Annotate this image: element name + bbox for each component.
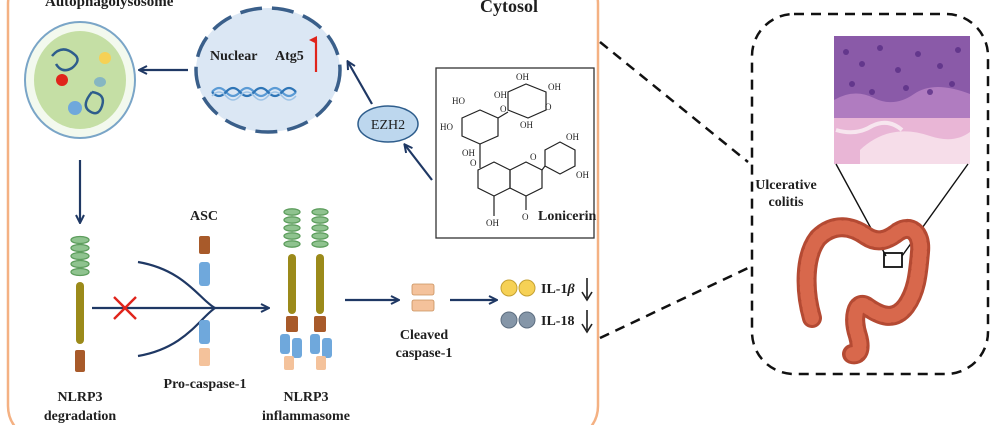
autophagolysosome-label: Autophagolysosome [45, 0, 174, 10]
ezh2-node [357, 105, 419, 143]
svg-text:OH: OH [520, 120, 533, 130]
arrow-lonicerin-to-ezh2 [405, 145, 433, 181]
il1-label: IL-1β [541, 282, 575, 297]
svg-text:HO: HO [452, 96, 465, 106]
nlrp3-inflammasome [280, 208, 332, 370]
nucleus [194, 6, 342, 134]
svg-text:OH: OH [486, 218, 499, 228]
svg-text:OH: OH [548, 82, 561, 92]
cytosol-label: Cytosol [480, 0, 538, 16]
pro-caspase-label: Pro-caspase-1 [164, 377, 247, 392]
dashed-connector-lower [599, 266, 749, 340]
svg-text:OH: OH [494, 90, 507, 100]
cleaved-label-1: Cleaved [400, 328, 448, 343]
ulcerative-label-1: Ulcerative [755, 178, 816, 193]
cleaved-caspase-bottom [411, 299, 435, 312]
cargo-blue-dot [68, 101, 82, 115]
svg-text:OH: OH [462, 148, 475, 158]
nlrp3-degradation-label-1: NLRP3 [57, 390, 102, 405]
assembly-arrow [92, 260, 268, 358]
svg-text:OH: OH [566, 132, 579, 142]
autophagolysosome [24, 21, 136, 139]
colon-zoom-box [883, 252, 903, 268]
svg-text:O: O [530, 152, 537, 162]
asc-label: ASC [190, 209, 218, 224]
il1-dot-2 [518, 279, 536, 297]
svg-text:OH: OH [516, 72, 529, 82]
svg-text:O: O [470, 158, 477, 168]
il18-dot-1 [500, 311, 518, 329]
cargo-yellow-dot [99, 52, 111, 64]
nlrp3-inflammasome-label-2: inflammasome [262, 409, 350, 424]
histology-image [834, 36, 970, 164]
lonicerin-label: Lonicerin [538, 209, 597, 224]
ulcerative-label-2: colitis [769, 195, 805, 210]
ezh2-label: EZH2 [371, 118, 405, 133]
svg-text:O: O [500, 104, 507, 114]
svg-text:OH: OH [576, 170, 589, 180]
svg-text:O: O [545, 102, 552, 112]
il18-label: IL-18 [541, 314, 574, 329]
lonicerin-structure: OH OH OH OH O O HO HO OH O OH OH O OH O [435, 67, 595, 239]
atg5-label: Atg5 [275, 49, 304, 64]
cleaved-label-2: caspase-1 [396, 346, 453, 361]
nuclear-label: Nuclear [210, 49, 257, 64]
colon-illustration [796, 217, 931, 365]
nlrp3-degradation-label-2: degradation [44, 409, 117, 424]
arrow-ezh2-to-nucleus [348, 62, 373, 105]
cleaved-caspase-top [411, 283, 435, 296]
inhibition-cross [113, 296, 137, 320]
colitis-panel [750, 12, 990, 376]
svg-text:O: O [522, 212, 529, 222]
asc-top [199, 236, 210, 254]
procaspase-bottom [199, 348, 210, 366]
procaspase-top [199, 320, 210, 344]
asc-bottom [199, 262, 210, 286]
nlrp3-degraded-protein [70, 235, 90, 372]
nlrp3-inflammasome-label-1: NLRP3 [283, 390, 328, 405]
il1-dot-1 [500, 279, 518, 297]
dashed-connector-upper [599, 41, 749, 163]
cell-outline [6, 0, 600, 425]
il18-dot-2 [518, 311, 536, 329]
cargo-red-dot [56, 74, 68, 86]
svg-text:HO: HO [440, 122, 453, 132]
